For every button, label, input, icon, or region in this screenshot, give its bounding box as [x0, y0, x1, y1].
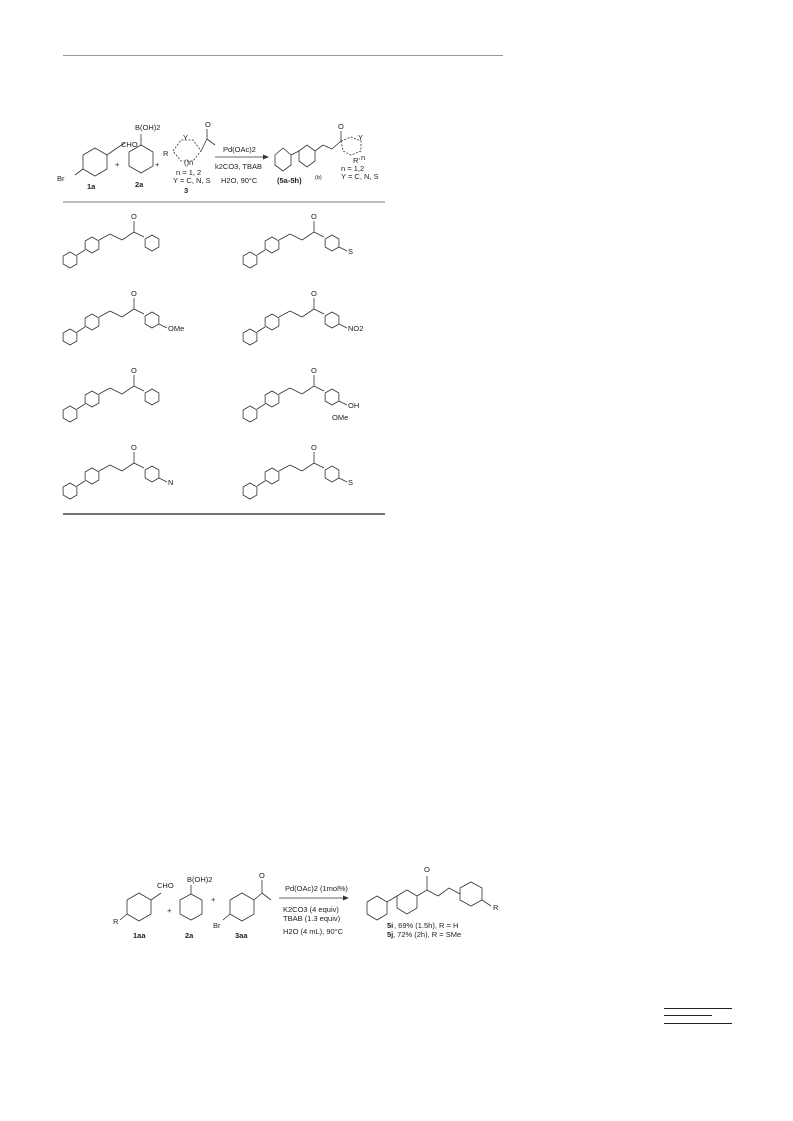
entry-2-substituent: S [348, 247, 353, 256]
s2-base: K2CO3 (4 equiv) [283, 905, 339, 914]
reagent-2a-s2-id: 2a [185, 931, 194, 940]
reagent-3aa-sub: Br [213, 921, 221, 930]
product-s2-o: O [424, 865, 430, 874]
product-cond-n: n = 1,2 [341, 164, 364, 173]
reagent-1aa-sub: R [113, 917, 119, 926]
entry-3: O OMe [62, 289, 184, 346]
s2-plus-1: + [167, 906, 172, 915]
entry-4-substituent: NO2 [348, 324, 363, 333]
scheme-1: CHO Br 1a + B(OH)2 2a + R Y O ()n n = 1,… [57, 120, 385, 515]
reagent-3-cond-n: n = 1, 2 [176, 168, 201, 177]
entry-3-o: O [131, 289, 137, 298]
plus-1: + [115, 160, 120, 169]
scheme1-catalyst: Pd(OAc)2 [223, 145, 256, 154]
entry-2-o: O [311, 212, 317, 221]
reagent-3-n: ()n [184, 158, 193, 167]
s2-solvent: H2O (4 mL), 90°C [283, 927, 344, 936]
reagent-3-o: O [205, 120, 211, 129]
plus-2: + [155, 160, 160, 169]
header-rule [63, 55, 503, 56]
reagent-3aa-o: O [259, 871, 265, 880]
entry-6-substituent-2: OMe [332, 413, 348, 422]
reagent-1aa-id: 1aa [133, 931, 146, 940]
product-5i-id: 5i [387, 921, 393, 930]
entry-3-substituent: OMe [168, 324, 184, 333]
entry-4: O NO2 [242, 289, 363, 346]
reagent-1aa: CHO R 1aa [113, 881, 174, 940]
reagent-3-y: Y [183, 133, 188, 142]
entry-8-o: O [311, 443, 317, 452]
entry-5: O [62, 366, 160, 423]
reagent-3-cond-y: Y = C, N, S [173, 176, 211, 185]
product-5j-text: , 72% (2h), R = SMe [393, 930, 461, 939]
product-n: n [361, 153, 365, 162]
s2-additive: TBAB (1.3 equiv) [283, 914, 341, 923]
product-y: Y [358, 133, 363, 142]
product-id: (5a-5h) [277, 176, 302, 185]
product-cond-y: Y = C, N, S [341, 172, 379, 181]
entry-6-o: O [311, 366, 317, 375]
reagent-3-r: R [163, 149, 169, 158]
footer-rule-3 [664, 1023, 732, 1024]
product-5i-text: , 69% (1.5h), R = H [394, 921, 458, 930]
reagent-1a: CHO Br 1a [57, 140, 138, 191]
entry-8: OS [242, 443, 353, 500]
scheme-2: CHO R 1aa + B(OH)2 2a + O Br 3aa Pd(OAc)… [113, 865, 499, 940]
scheme1-solvent: H2O, 90°C [221, 176, 258, 185]
product-5a-5h: O Y R' n (5a-5h) (b) n = 1,2 Y = C, N, S [274, 122, 379, 185]
footer-rule-2 [664, 1015, 712, 1016]
entry-5-o: O [131, 366, 137, 375]
s2-catalyst: Pd(OAc)2 (1mol%) [285, 884, 348, 893]
reagent-2a-s2: B(OH)2 2a [179, 875, 212, 940]
reaction-arrow-1: Pd(OAc)2 k2CO3, TBAB H2O, 90°C [215, 145, 269, 185]
entry-4-o: O [311, 289, 317, 298]
entry-1-o: O [131, 212, 137, 221]
reagent-2a: B(OH)2 2a [128, 123, 160, 189]
entry-8-substituent: S [348, 478, 353, 487]
reagent-1aa-group: CHO [157, 881, 174, 890]
reaction-arrow-2: Pd(OAc)2 (1mol%) K2CO3 (4 equiv) TBAB (1… [279, 884, 349, 936]
entry-7: ON [62, 443, 173, 500]
entry-2: OS [242, 212, 353, 269]
product-5i-5j: O R 5i , 69% (1.5h), R = H 5j , 72% (2h)… [366, 865, 499, 939]
reagent-2a-id: 2a [135, 180, 144, 189]
product-s2-r: R [493, 903, 499, 912]
reagent-3aa: O Br 3aa [213, 871, 272, 940]
reagent-3-id: 3 [184, 186, 188, 195]
entry-7-o: O [131, 443, 137, 452]
reagent-3: R Y O ()n n = 1, 2 Y = C, N, S 3 [163, 120, 216, 195]
s2-plus-2: + [211, 895, 216, 904]
product-sup: (b) [315, 175, 322, 181]
scheme1-base: k2CO3, TBAB [215, 162, 262, 171]
reagent-2a-s2-group: B(OH)2 [187, 875, 212, 884]
entry-1: O [62, 212, 160, 269]
reagent-1a-id: 1a [87, 182, 96, 191]
entry-6-substituent: OH [348, 401, 359, 410]
product-5j-id: 5j [387, 930, 393, 939]
entry-7-substituent: N [168, 478, 173, 487]
reagent-3aa-id: 3aa [235, 931, 248, 940]
reagent-1a-group: CHO [121, 140, 138, 149]
product-o: O [338, 122, 344, 131]
reagent-2a-group: B(OH)2 [135, 123, 160, 132]
product-r: R' [353, 156, 360, 165]
footer-rule-1 [664, 1008, 732, 1009]
reagent-1a-sub: Br [57, 174, 65, 183]
